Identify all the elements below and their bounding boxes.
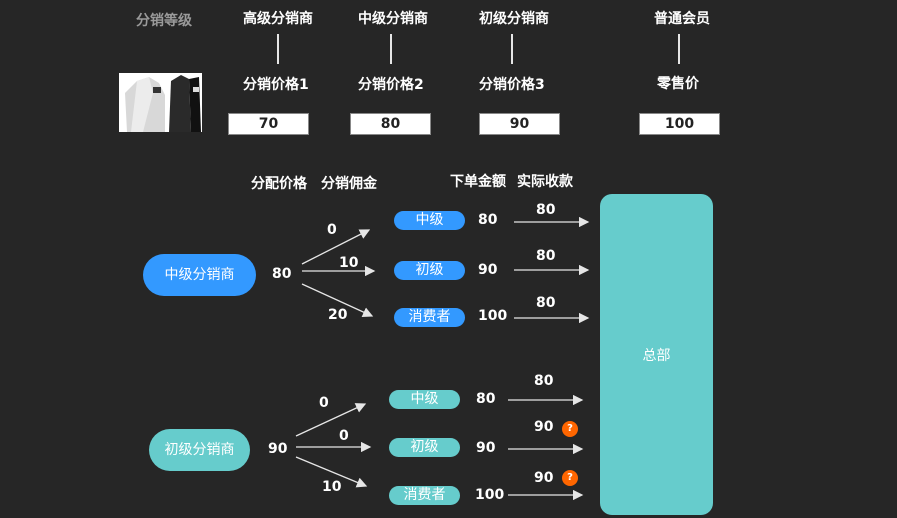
order-amount-6: 100 [475, 487, 505, 503]
price-input-3: 90 [479, 113, 560, 135]
received-6: 90 [534, 470, 554, 486]
price-input-2: 80 [350, 113, 431, 135]
connector-line-member [678, 34, 680, 64]
order-amount-1: 80 [478, 212, 498, 228]
tier-name-member: 普通会员 [654, 11, 710, 27]
order-amount-5: 90 [476, 440, 496, 456]
order-amount-2: 90 [478, 262, 498, 278]
order-amount-3: 100 [478, 308, 508, 324]
alloc-price-mid: 80 [272, 266, 292, 282]
headquarters-box: 总部 [600, 194, 713, 515]
order-amount-4: 80 [476, 391, 496, 407]
arrow-junior-to-consumer [295, 456, 368, 488]
price-input-1: 70 [228, 113, 309, 135]
question-badge-2: ? [562, 470, 578, 486]
target-mid-2: 中级 [389, 390, 460, 409]
column-actual-received: 实际收款 [517, 174, 573, 190]
commission-5: 0 [339, 428, 349, 444]
received-4: 80 [534, 373, 554, 389]
target-consumer-2: 消费者 [389, 486, 460, 505]
retail-price-label: 零售价 [657, 76, 699, 92]
tier-name-junior: 初级分销商 [479, 11, 549, 27]
commission-1: 0 [327, 222, 337, 238]
target-junior-2: 初级 [389, 438, 460, 457]
alloc-price-junior: 90 [268, 441, 288, 457]
arrow-junior-to-mid [295, 403, 367, 437]
column-order-amount: 下单金额 [450, 174, 506, 190]
connector-line-senior [277, 34, 279, 64]
tier-name-senior: 高级分销商 [243, 11, 313, 27]
connector-line-mid [390, 34, 392, 64]
commission-6: 10 [322, 479, 342, 495]
target-junior: 初级 [394, 261, 465, 280]
arrow-mid-to-consumer [301, 283, 374, 317]
question-badge-1: ? [562, 421, 578, 437]
connector-line-junior [511, 34, 513, 64]
column-alloc-price: 分配价格 [251, 176, 307, 192]
price-label-3: 分销价格3 [479, 77, 545, 93]
source-junior-distributor: 初级分销商 [149, 429, 250, 471]
received-5: 90 [534, 419, 554, 435]
headquarters-label: 总部 [642, 347, 671, 364]
retail-price-input: 100 [639, 113, 720, 135]
received-2: 80 [536, 248, 556, 264]
commission-3: 20 [328, 307, 348, 323]
received-3: 80 [536, 295, 556, 311]
arrow-mid-to-mid [301, 229, 371, 265]
price-label-2: 分销价格2 [358, 77, 424, 93]
received-1: 80 [536, 202, 556, 218]
column-commission: 分销佣金 [321, 176, 377, 192]
product-image [119, 73, 202, 132]
tier-level-label: 分销等级 [136, 13, 192, 29]
target-consumer: 消费者 [394, 308, 465, 327]
source-mid-distributor: 中级分销商 [143, 254, 256, 296]
commission-2: 10 [339, 255, 359, 271]
price-label-1: 分销价格1 [243, 77, 309, 93]
target-mid: 中级 [394, 211, 465, 230]
tier-name-mid: 中级分销商 [358, 11, 428, 27]
commission-4: 0 [319, 395, 329, 411]
